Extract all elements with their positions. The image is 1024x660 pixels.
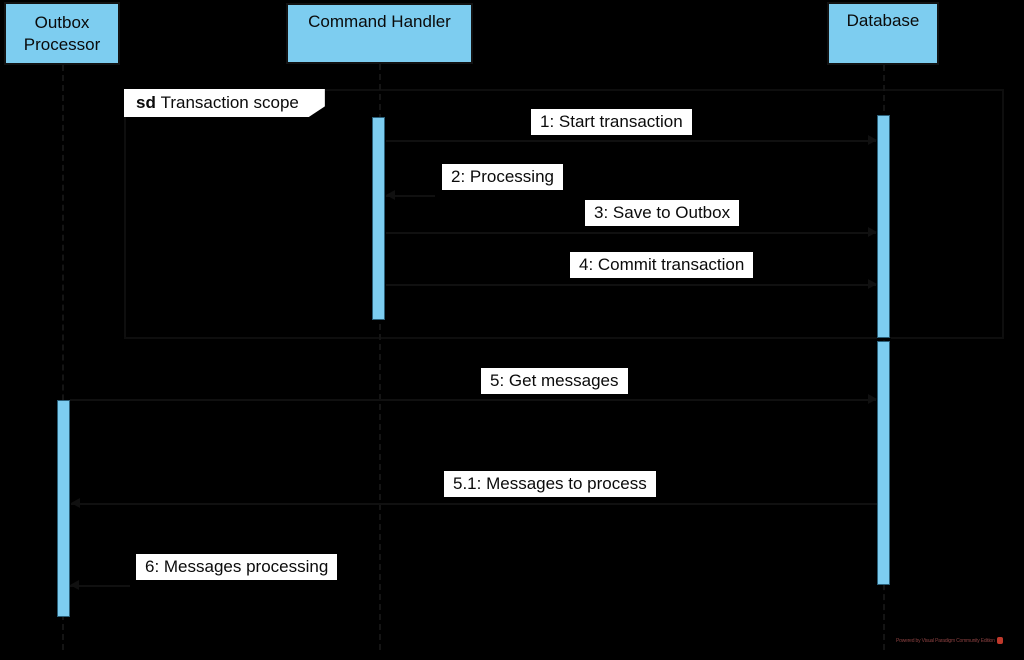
arrow-head-5 — [868, 394, 877, 404]
participant-database[interactable]: Database — [827, 2, 939, 65]
activation-divider-database — [877, 338, 891, 340]
arrow-line-1 — [386, 140, 876, 142]
arrow-head-6 — [70, 580, 79, 590]
lifeline-command-handler — [379, 64, 381, 650]
watermark-text: Powered by Visual Paradigm Community Edi… — [896, 637, 995, 644]
lifeline-outbox-processor — [62, 65, 64, 650]
activation-outbox-processor — [57, 400, 70, 617]
arrow-line-4 — [386, 284, 876, 286]
message-label-1: 1: Start transaction — [531, 109, 692, 135]
message-label-3: 3: Save to Outbox — [585, 200, 740, 226]
fragment-frame-transaction-scope — [124, 89, 1004, 339]
arrow-line-5-1 — [71, 503, 877, 505]
arrow-line-6-self — [70, 585, 130, 587]
fragment-tab-label: sd Transaction scope — [124, 89, 325, 117]
arrow-head-1 — [868, 135, 877, 145]
arrow-head-2 — [386, 190, 395, 200]
arrow-head-5-1 — [71, 498, 80, 508]
arrow-line-3 — [386, 232, 876, 234]
message-label-2: 2: Processing — [442, 164, 563, 190]
arrow-head-4 — [868, 279, 877, 289]
arrow-line-5 — [70, 399, 876, 401]
arrow-head-3 — [868, 227, 877, 237]
participant-command-handler[interactable]: Command Handler — [286, 3, 473, 64]
watermark: Powered by Visual Paradigm Community Edi… — [896, 637, 1003, 644]
fragment-label-text: Transaction scope — [160, 93, 299, 112]
message-label-4: 4: Commit transaction — [570, 252, 754, 278]
fragment-keyword: sd — [136, 93, 156, 112]
message-label-5-1: 5.1: Messages to process — [444, 471, 656, 497]
message-label-6: 6: Messages processing — [136, 554, 338, 580]
participant-outbox-processor[interactable]: Outbox Processor — [4, 2, 120, 65]
activation-command-handler — [372, 117, 385, 320]
activation-database-upper — [877, 115, 890, 338]
arrow-line-2-self — [386, 195, 435, 197]
activation-database-lower — [877, 341, 890, 585]
message-label-5: 5: Get messages — [481, 368, 628, 394]
watermark-badge-icon — [996, 637, 1003, 644]
